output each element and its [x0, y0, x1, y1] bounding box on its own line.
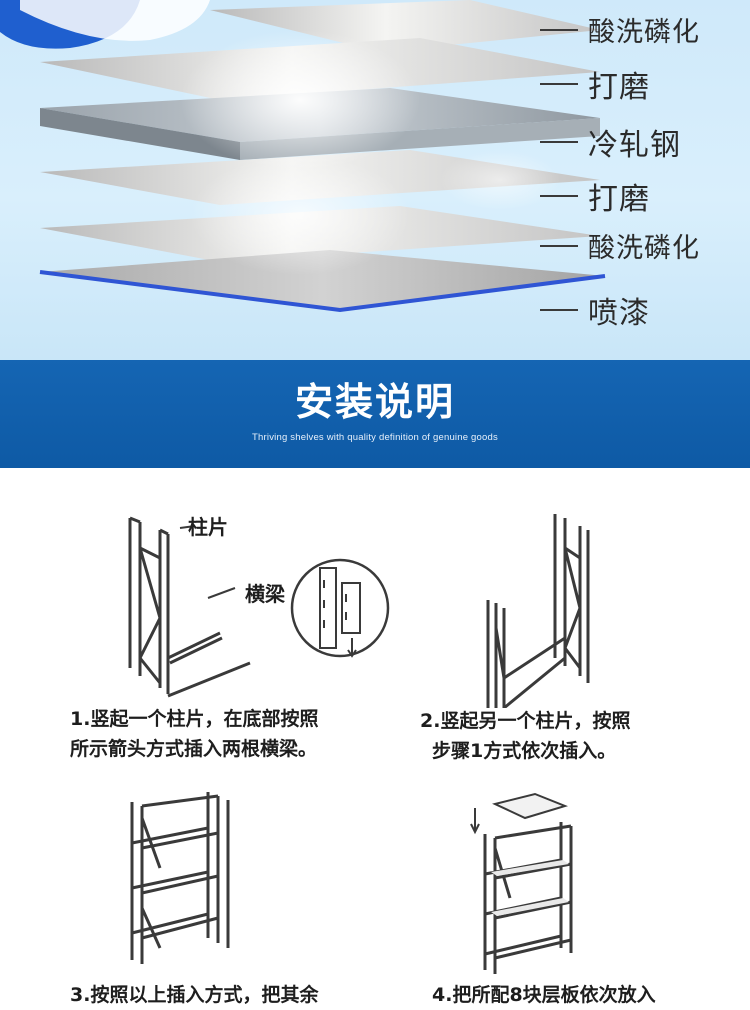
label-upright: 柱片: [188, 515, 228, 539]
step-3-figure: [130, 792, 230, 964]
installation-steps: 柱片 横梁 1.竖起一个柱片，在底部按照 所示箭头方式插入两根横梁。 2.竖起另…: [0, 468, 750, 1006]
section-subtitle: Thriving shelves with quality definition…: [252, 432, 498, 443]
step-3-caption: 3.按照以上插入方式，把其余: [70, 984, 319, 1006]
sheet-layer-1: [210, 0, 600, 52]
layer-label-3: 冷轧钢: [540, 120, 681, 164]
step-2-caption: 2.竖起另一个柱片，按照 步骤1方式依次插入。: [420, 710, 631, 762]
layer-label-1: 酸洗磷化: [540, 10, 700, 49]
step-4-figure: [470, 792, 573, 974]
layer-label-4: 打磨: [540, 174, 650, 218]
layer-stack-illustration: [0, 0, 606, 313]
step-1-caption: 1.竖起一个柱片，在底部按照 所示箭头方式插入两根横梁。: [70, 708, 319, 760]
section-header-band: 安装说明 Thriving shelves with quality defin…: [0, 360, 750, 468]
layer-label-6: 喷漆: [540, 288, 650, 332]
painted-layer: [40, 250, 605, 310]
layer-label-5: 酸洗磷化: [540, 226, 700, 265]
label-beam: 横梁: [245, 582, 285, 606]
step-2-figure: [486, 514, 590, 708]
material-layers-panel: 酸洗磷化 打磨 冷轧钢 打磨 酸洗磷化 喷漆: [0, 0, 750, 360]
step-4-caption: 4.把所配8块层板依次放入: [432, 984, 656, 1006]
section-title: 安装说明: [294, 380, 455, 424]
layer-label-2: 打磨: [540, 62, 650, 106]
step-1-figure: [128, 516, 390, 698]
